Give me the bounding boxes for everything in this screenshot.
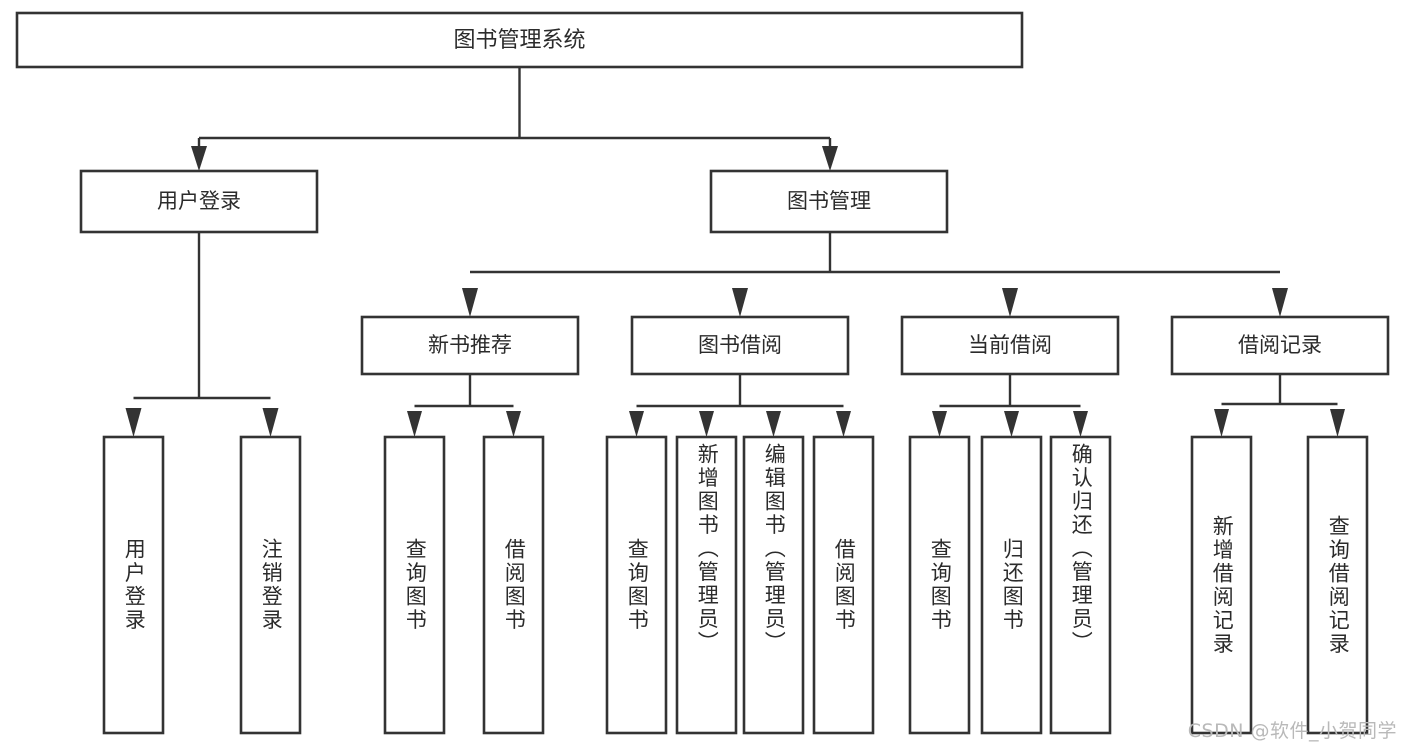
node-book-manage-box[interactable]	[709, 169, 949, 234]
arrow-head-leaf-borrow-book-new	[506, 411, 521, 437]
arrow-head-leaf-add-book-admin	[699, 411, 714, 437]
arrow-head-leaf-query-record	[1330, 409, 1345, 437]
arrow-head-leaf-query-book-cur	[932, 411, 947, 437]
connector-group-book-manage	[462, 232, 1288, 317]
node-book-borrow-box[interactable]	[630, 315, 850, 376]
connector-group-user-login	[125, 232, 279, 437]
node-borrow-record[interactable]: 借阅记录	[1170, 315, 1390, 376]
node-user-login-label: 用户登录	[157, 189, 241, 213]
node-leaf-query-book-new-box[interactable]	[383, 435, 446, 735]
arrow-head-leaf-query-book-new	[407, 411, 422, 437]
arrow-head-leaf-add-record	[1214, 409, 1229, 437]
node-book-borrow-label: 图书借阅	[698, 333, 782, 357]
node-borrow-record-box[interactable]	[1170, 315, 1390, 376]
node-root-label: 图书管理系统	[453, 28, 585, 53]
csdn-watermark: CSDN @软件_小贺同学	[1187, 720, 1397, 742]
node-current-borrow[interactable]: 当前借阅	[900, 315, 1120, 376]
node-leaf-edit-book-admin-box[interactable]	[742, 435, 805, 735]
node-leaf-borrow-book-new-box[interactable]	[482, 435, 545, 735]
arrow-head-current-borrow	[1002, 288, 1018, 317]
node-current-borrow-box[interactable]	[900, 315, 1120, 376]
node-leaf-confirm-return-box[interactable]	[1049, 435, 1112, 735]
node-user-login-box[interactable]	[79, 169, 319, 234]
arrow-head-leaf-confirm-return	[1073, 411, 1088, 437]
node-book-borrow[interactable]: 图书借阅	[630, 315, 850, 376]
node-borrow-record-label: 借阅记录	[1238, 333, 1322, 357]
connector-group-current-borrow	[932, 374, 1088, 437]
connector-group-book-borrow	[629, 374, 851, 437]
arrow-head-borrow-record	[1272, 288, 1288, 317]
node-new-book-recommend[interactable]: 新书推荐	[360, 315, 580, 376]
arrow-head-book-borrow	[732, 288, 748, 317]
connector-group-root	[191, 67, 838, 171]
arrow-head-leaf-logout	[262, 408, 279, 437]
arrow-head-leaf-edit-book-admin	[766, 411, 781, 437]
node-leaf-add-record-box[interactable]	[1190, 435, 1253, 735]
arrow-head-book-manage	[822, 146, 838, 171]
node-new-book-recommend-label: 新书推荐	[428, 333, 512, 357]
arrow-head-leaf-user-login	[125, 408, 142, 437]
node-leaf-query-record-box[interactable]	[1306, 435, 1369, 735]
leaf-boxes	[102, 435, 1369, 735]
node-book-manage[interactable]: 图书管理	[709, 169, 949, 234]
connector-group-borrow-record	[1214, 374, 1345, 437]
node-leaf-query-book-brw-box[interactable]	[605, 435, 668, 735]
node-leaf-query-book-cur-box[interactable]	[908, 435, 971, 735]
arrow-head-leaf-return-book	[1004, 411, 1019, 437]
node-leaf-logout-box[interactable]	[239, 435, 302, 735]
node-root[interactable]: 图书管理系统	[15, 11, 1024, 69]
arrow-head-user-login	[191, 146, 207, 171]
node-book-manage-label: 图书管理	[787, 189, 871, 213]
connector-group-new-book-recommend	[407, 374, 521, 437]
node-leaf-add-book-admin-box[interactable]	[675, 435, 738, 735]
arrow-head-new-book-recommend	[462, 288, 478, 317]
arrow-head-leaf-query-book-brw	[629, 411, 644, 437]
node-leaf-return-book-box[interactable]	[980, 435, 1043, 735]
node-user-login[interactable]: 用户登录	[79, 169, 319, 234]
node-leaf-user-login-box[interactable]	[102, 435, 165, 735]
node-new-book-recommend-box[interactable]	[360, 315, 580, 376]
node-current-borrow-label: 当前借阅	[968, 333, 1052, 357]
node-leaf-borrow-book-brw-box[interactable]	[812, 435, 875, 735]
node-root-box[interactable]	[15, 11, 1024, 69]
arrow-head-leaf-borrow-book-brw	[836, 411, 851, 437]
